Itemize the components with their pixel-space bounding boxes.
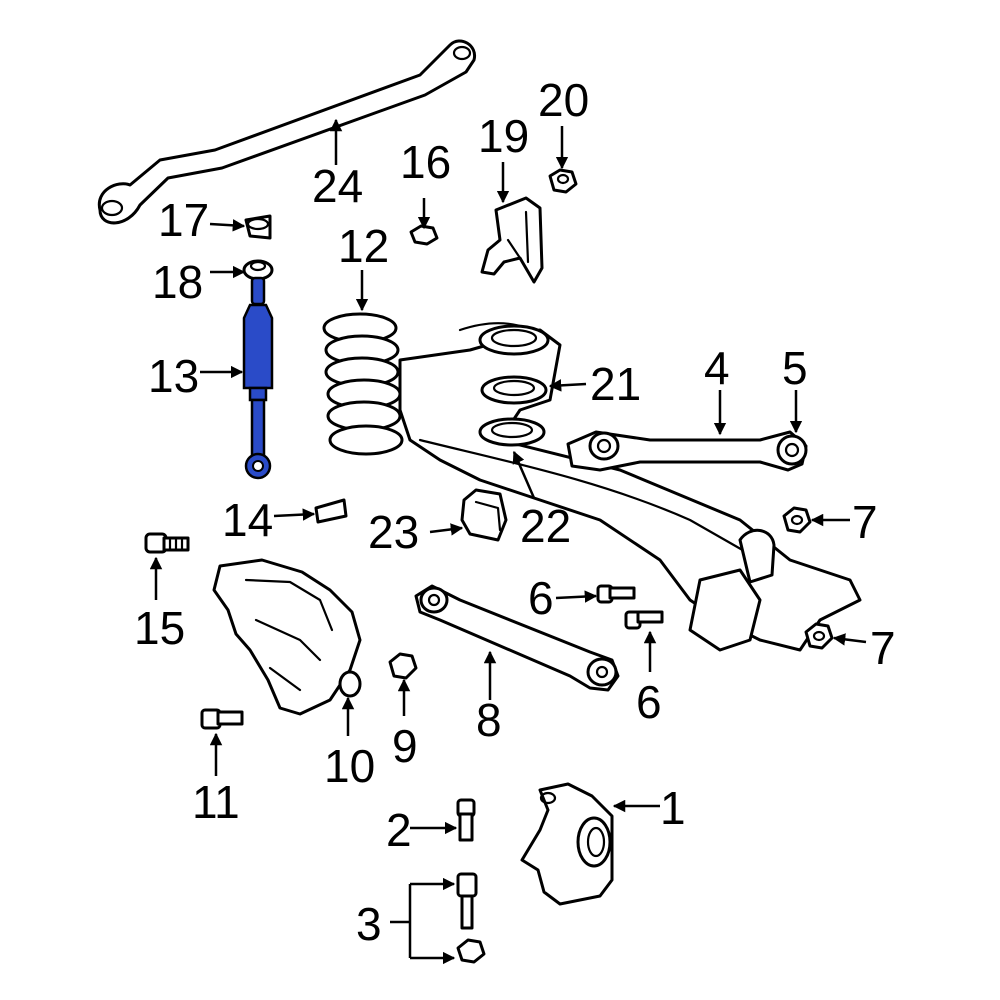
nut-9[interactable] bbox=[388, 652, 418, 680]
callout-7-lower: 7 bbox=[870, 622, 896, 674]
nut-20[interactable] bbox=[548, 168, 578, 194]
jounce-bracket[interactable] bbox=[480, 196, 544, 284]
ball-joint-stud[interactable] bbox=[456, 872, 478, 930]
bolt-11[interactable] bbox=[200, 708, 244, 730]
callout-4: 4 bbox=[704, 342, 730, 394]
nut-7-lower[interactable] bbox=[804, 622, 834, 650]
bolt-6-lower[interactable] bbox=[624, 610, 664, 630]
callout-5: 5 bbox=[782, 342, 808, 394]
callout-leaders bbox=[149, 118, 867, 965]
callout-15: 15 bbox=[134, 602, 185, 654]
cam-10[interactable] bbox=[338, 670, 362, 698]
insulator-lower[interactable] bbox=[242, 259, 274, 281]
callout-23: 23 bbox=[368, 506, 419, 558]
callout-labels: 24 17 18 13 14 15 16 19 20 12 21 22 23 4… bbox=[134, 74, 896, 950]
ball-joint-nut[interactable] bbox=[456, 938, 486, 964]
axle-assembly bbox=[398, 322, 862, 652]
callout-24: 24 bbox=[312, 160, 363, 212]
callout-13: 13 bbox=[148, 350, 199, 402]
spring-isolator-upper[interactable] bbox=[480, 375, 548, 405]
callout-22: 22 bbox=[520, 500, 571, 552]
callout-18: 18 bbox=[152, 256, 203, 308]
callout-8: 8 bbox=[476, 694, 502, 746]
spring-isolator-lower[interactable] bbox=[478, 417, 546, 447]
nut-16[interactable] bbox=[409, 224, 439, 246]
callout-3: 3 bbox=[356, 898, 382, 950]
callout-19: 19 bbox=[478, 110, 529, 162]
callout-12: 12 bbox=[338, 220, 389, 272]
callout-2: 2 bbox=[386, 804, 412, 856]
nut-7-upper[interactable] bbox=[782, 506, 812, 534]
insulator-upper[interactable] bbox=[244, 214, 272, 240]
bump-stop[interactable] bbox=[314, 498, 348, 524]
callout-20: 20 bbox=[538, 74, 589, 126]
callout-1: 1 bbox=[660, 782, 686, 834]
callout-6-lower: 6 bbox=[636, 676, 662, 728]
callout-21: 21 bbox=[590, 358, 641, 410]
steering-knuckle[interactable] bbox=[520, 782, 614, 906]
callout-10: 10 bbox=[324, 740, 375, 792]
bumper-block[interactable] bbox=[460, 488, 508, 542]
callout-16: 16 bbox=[400, 136, 451, 188]
coil-spring[interactable] bbox=[322, 312, 404, 456]
lower-control-arm[interactable] bbox=[414, 584, 620, 692]
callout-6-upper: 6 bbox=[528, 572, 554, 624]
callout-11: 11 bbox=[192, 776, 240, 828]
upper-control-arm[interactable] bbox=[566, 430, 808, 472]
bolt-2[interactable] bbox=[456, 798, 476, 842]
axle-bracket bbox=[212, 558, 362, 716]
shock-absorber[interactable] bbox=[242, 276, 274, 480]
bolt-15[interactable] bbox=[144, 532, 190, 554]
bolt-6-upper[interactable] bbox=[596, 584, 636, 604]
stabilizer-bar[interactable] bbox=[97, 39, 477, 225]
callout-17: 17 bbox=[158, 194, 209, 246]
callout-7-upper: 7 bbox=[852, 496, 878, 548]
callout-14: 14 bbox=[222, 494, 273, 546]
spring-seat bbox=[478, 324, 550, 356]
callout-9: 9 bbox=[392, 720, 418, 772]
